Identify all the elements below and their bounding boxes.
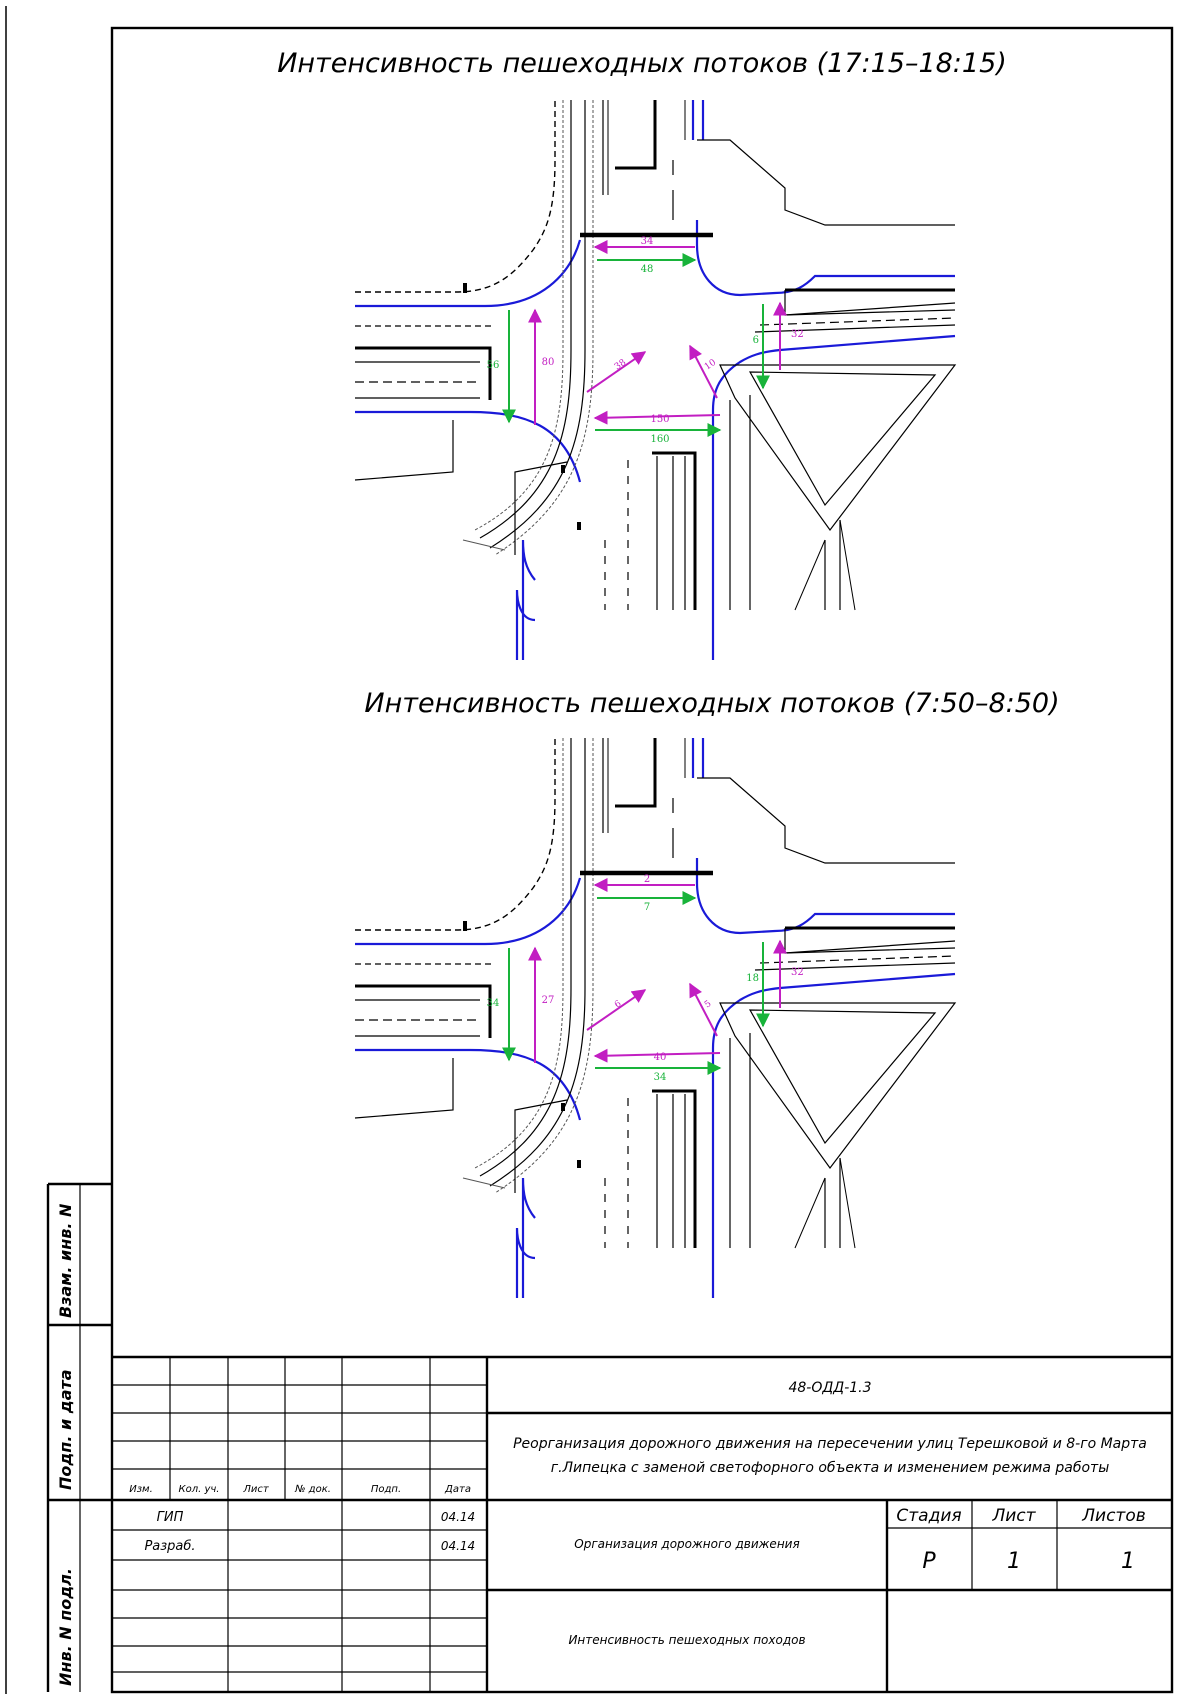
am-plan-title: Интенсивность пешеходных потоков (7:50–8… — [364, 688, 1059, 719]
side-inv-podl: Инв. N подл. — [56, 1568, 75, 1686]
col-ndok: № док. — [294, 1484, 331, 1495]
pm-intersection-plan: 34 48 56 80 6 32 150 160 38 10 — [355, 100, 955, 660]
pm-plan-title: Интенсивность пешеходных потоков (17:15–… — [277, 48, 1007, 79]
pm-diag-sw: 38 — [613, 358, 628, 373]
am-north-e: 7 — [644, 902, 650, 913]
pm-south-e: 160 — [650, 434, 669, 445]
pm-west-s: 56 — [487, 360, 500, 371]
project-title-line1: Реорганизация дорожного движения на пере… — [513, 1436, 1147, 1452]
gip-date: 04.14 — [441, 1510, 475, 1524]
pm-diag-se: 10 — [703, 358, 718, 373]
section-name: Организация дорожного движения — [574, 1537, 799, 1551]
am-diag-se: 5 — [703, 999, 714, 1011]
sheet-name: Интенсивность пешеходных походов — [568, 1633, 805, 1647]
am-east-s: 18 — [746, 973, 759, 984]
col-list: Лист — [242, 1484, 270, 1495]
role-gip: ГИП — [157, 1510, 184, 1525]
project-title-line2: г.Липецка с заменой светофорного объекта… — [551, 1460, 1110, 1476]
sheet-label: Лист — [991, 1506, 1036, 1526]
pm-north-e: 48 — [641, 264, 654, 275]
am-intersection-plan: 2 7 34 27 18 32 40 34 6 5 — [355, 738, 955, 1298]
am-west-s: 34 — [487, 998, 500, 1009]
sheet-value: 1 — [1007, 1549, 1021, 1574]
am-east-n: 32 — [791, 967, 804, 978]
pm-west-n: 80 — [542, 357, 555, 368]
am-south-w: 40 — [654, 1052, 667, 1063]
pm-south-w: 150 — [650, 414, 669, 425]
col-kol: Кол. уч. — [179, 1484, 220, 1495]
pm-east-n: 32 — [791, 329, 804, 340]
stage-value: Р — [922, 1549, 936, 1574]
col-data: Дата — [444, 1484, 471, 1495]
col-podp: Подп. — [371, 1484, 401, 1495]
role-razrab: Разраб. — [144, 1539, 195, 1554]
col-izm: Изм. — [129, 1484, 153, 1495]
pm-north-w: 34 — [641, 236, 654, 247]
side-vzam-inv: Взам. инв. N — [56, 1203, 75, 1318]
sheets-value: 1 — [1121, 1549, 1135, 1574]
stage-label: Стадия — [896, 1506, 961, 1526]
sheets-label: Листов — [1081, 1506, 1146, 1526]
am-north-w: 2 — [644, 874, 650, 885]
pm-east-s: 6 — [753, 335, 759, 346]
am-west-n: 27 — [542, 995, 555, 1006]
am-diag-sw: 6 — [613, 999, 624, 1011]
doc-code: 48-ОДД-1.3 — [788, 1380, 871, 1396]
am-south-e: 34 — [654, 1072, 667, 1083]
side-podp-data: Подп. и дата — [56, 1369, 75, 1490]
razrab-date: 04.14 — [441, 1539, 475, 1553]
